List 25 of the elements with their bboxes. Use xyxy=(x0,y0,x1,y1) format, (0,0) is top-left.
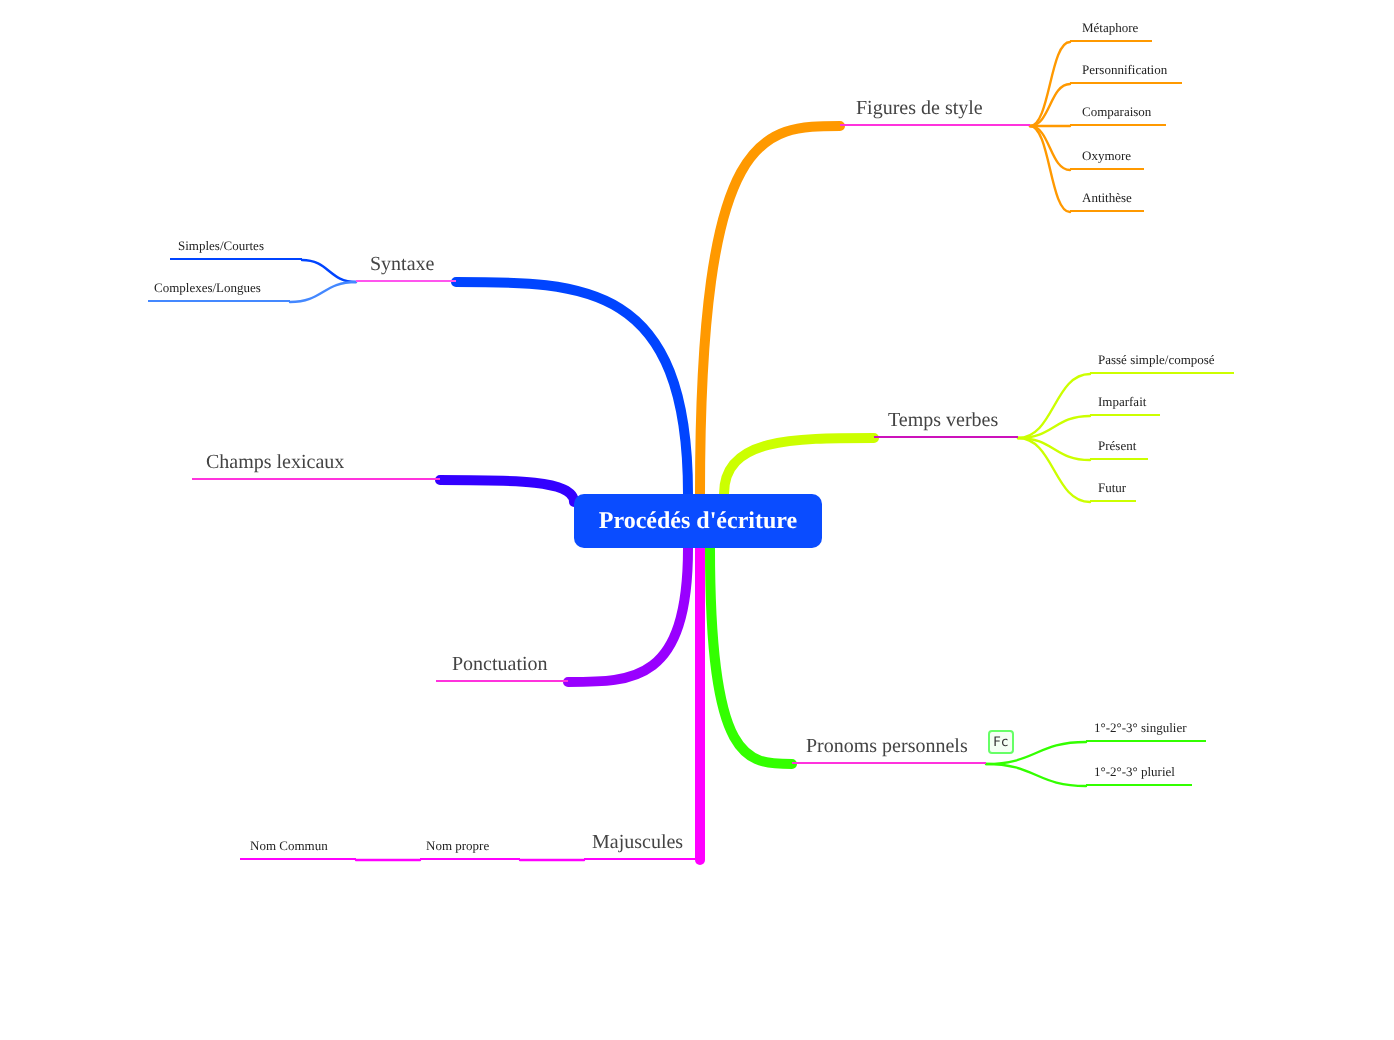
topic-label: Majuscules xyxy=(592,834,684,854)
topic-label: Temps verbes xyxy=(888,412,999,432)
topic-underline xyxy=(1090,390,1160,416)
branch-line xyxy=(695,121,845,499)
branch-line xyxy=(719,433,879,499)
branch-line xyxy=(705,543,797,769)
branch-line xyxy=(518,858,586,862)
branch-line xyxy=(1016,372,1092,440)
branch-line xyxy=(1028,82,1072,128)
branch-line xyxy=(1028,124,1072,128)
topic-label: Syntaxe xyxy=(370,256,435,276)
central-topic: Procédés d'écriture xyxy=(574,494,822,548)
branch-line xyxy=(288,280,358,304)
topic-label: Pronoms personnels xyxy=(806,738,968,758)
branch-line xyxy=(1016,436,1092,504)
branch-line xyxy=(563,543,693,687)
topic-label: Ponctuation xyxy=(452,656,548,676)
topic-label: Champs lexicaux xyxy=(206,454,345,474)
branch-line xyxy=(354,858,422,862)
branch-line xyxy=(1028,40,1072,128)
topic-label: Figures de style xyxy=(856,100,983,120)
branch-line xyxy=(1028,124,1072,214)
branch-line xyxy=(984,762,1088,788)
branch-line xyxy=(1028,124,1072,172)
branch-line xyxy=(695,543,705,865)
